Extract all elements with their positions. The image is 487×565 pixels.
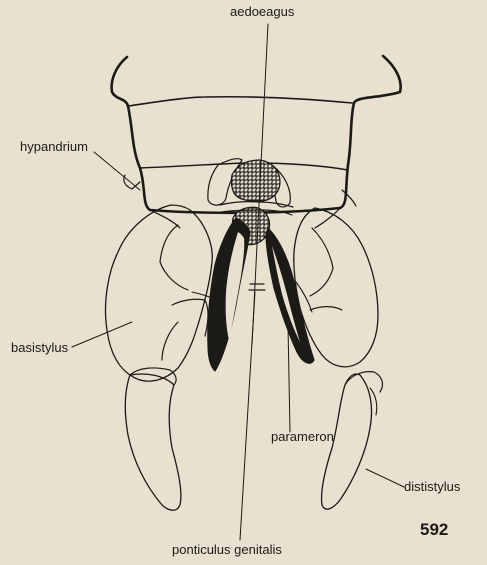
- hypandrium-leader: [94, 152, 140, 190]
- ponticulus-genitalis-label: ponticulus genitalis: [172, 543, 282, 556]
- aedoeagus-body: [231, 160, 280, 201]
- dististylus-leader: [366, 469, 404, 487]
- basistylus-leader: [72, 322, 132, 347]
- parameron-leader: [288, 325, 290, 432]
- figure-number: 592: [420, 521, 448, 538]
- dististylus-label: dististylus: [404, 480, 460, 493]
- paramere-right: [266, 228, 314, 363]
- aedoeagus-label: aedoeagus: [230, 5, 294, 18]
- hypandrium-label: hypandrium: [20, 140, 88, 153]
- hypandrium: [128, 97, 352, 106]
- ponticulus-leader: [240, 292, 255, 540]
- basistylus-label: basistylus: [11, 341, 68, 354]
- dististylus-left: [125, 374, 181, 510]
- parameron-label: parameron: [271, 430, 334, 443]
